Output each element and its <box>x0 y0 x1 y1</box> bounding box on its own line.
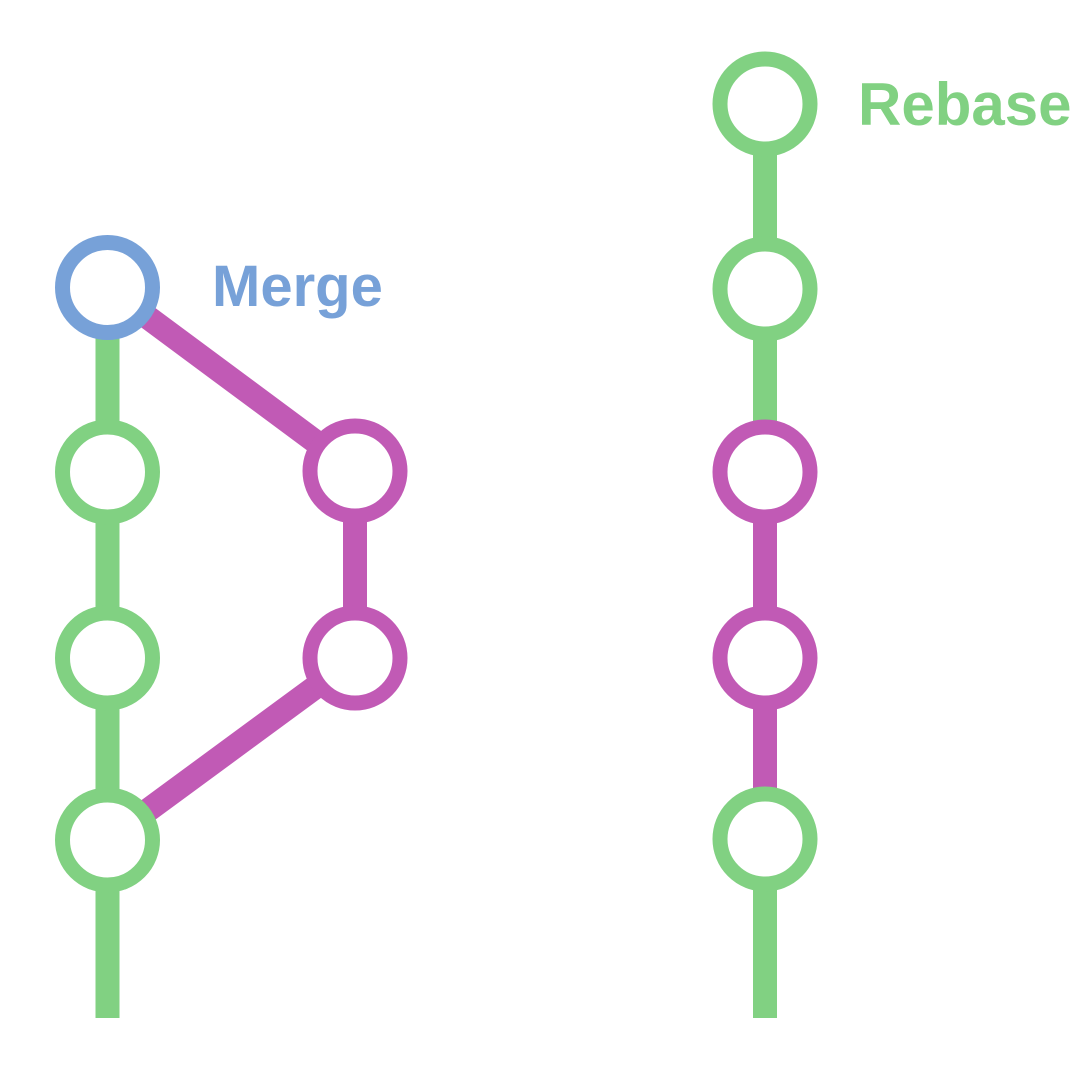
main-commit-node <box>55 419 160 525</box>
main-commit-node <box>712 51 818 157</box>
rebased-commit-node <box>712 605 818 711</box>
merge-diagram <box>55 235 408 1018</box>
main-commit-node <box>55 605 160 711</box>
main-commit-node <box>55 787 160 893</box>
rebase-diagram <box>712 51 818 1018</box>
feature-commit-node <box>302 605 408 711</box>
feature-branch-line <box>100 277 367 850</box>
feature-commit-node <box>302 418 408 524</box>
merge-commit-node <box>55 235 160 340</box>
rebase-label: Rebase <box>858 71 1071 138</box>
rebased-commit-node <box>712 419 818 525</box>
merge-label: Merge <box>212 254 383 319</box>
main-commit-node <box>712 786 818 892</box>
main-commit-node <box>712 236 818 342</box>
